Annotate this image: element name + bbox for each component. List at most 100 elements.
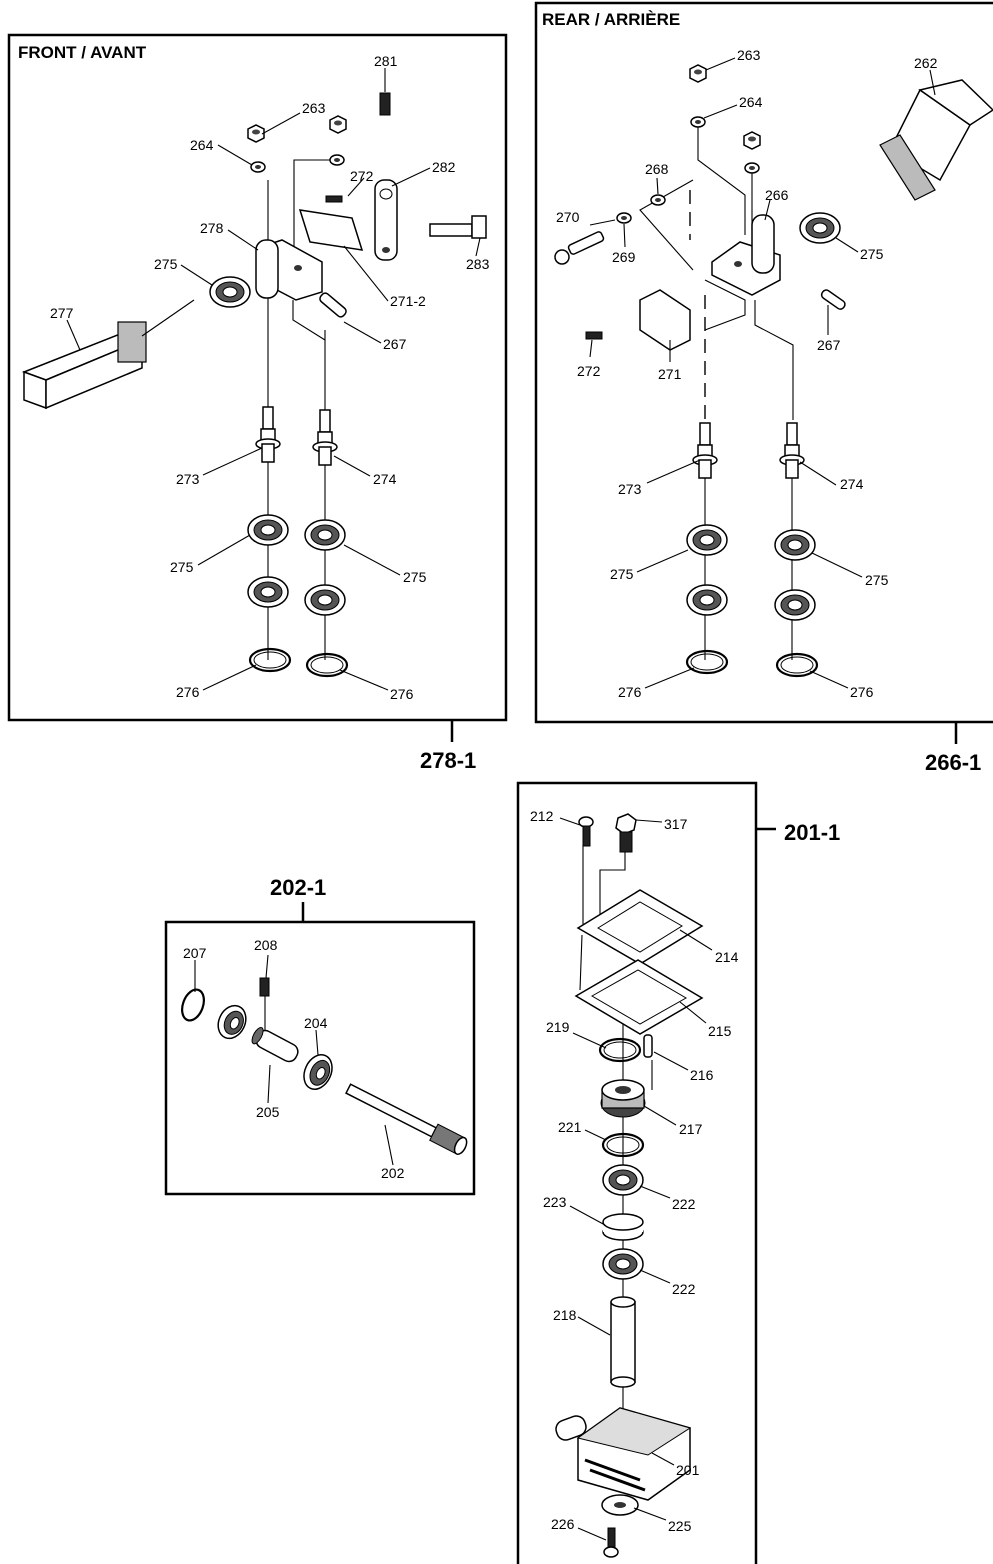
callout-273: 273	[618, 481, 642, 497]
retaining-ring-icon	[248, 647, 292, 673]
callout-269: 269	[612, 249, 636, 265]
callout-275b: 275	[610, 566, 634, 582]
set-screw-icon	[259, 977, 270, 997]
callout-277: 277	[50, 305, 74, 321]
spacer-sleeve-icon	[251, 1027, 299, 1063]
callout-317: 317	[664, 816, 688, 832]
ball-bearing-icon	[602, 1164, 644, 1196]
callout-221: 221	[558, 1119, 582, 1135]
callout-267: 267	[383, 336, 407, 352]
callout-271: 271	[658, 366, 682, 382]
callout-282: 282	[432, 159, 456, 175]
callout-271-2: 271-2	[390, 293, 426, 309]
callout-266: 266	[765, 187, 789, 203]
callout-263: 263	[302, 100, 326, 116]
front-frame	[7, 33, 508, 722]
washer-icon	[616, 212, 632, 224]
callout-215: 215	[708, 1023, 732, 1039]
plate-icon	[298, 209, 364, 251]
callout-276b: 276	[850, 684, 874, 700]
callout-214: 214	[715, 949, 739, 965]
retaining-ring-icon	[598, 1037, 642, 1063]
front-assembly-number: 278-1	[420, 748, 476, 773]
washer-icon	[329, 154, 345, 166]
callout-222b: 222	[672, 1281, 696, 1297]
spindle-icon	[312, 409, 338, 466]
retaining-ring-icon	[685, 649, 729, 675]
callout-275: 275	[154, 256, 178, 272]
callout-283: 283	[466, 256, 490, 272]
callout-276: 276	[618, 684, 642, 700]
ball-bearing-icon	[304, 519, 346, 551]
callout-212: 212	[530, 808, 554, 824]
ball-bearing-icon	[686, 524, 728, 556]
ball-bearing-icon	[602, 1248, 644, 1280]
slotted-arm-icon	[21, 321, 147, 410]
shaft-assembly-number: 202-1	[270, 875, 326, 900]
retaining-ring-icon	[181, 988, 205, 1022]
ball-bearing-icon	[247, 576, 289, 608]
callout-275c: 275	[865, 572, 889, 588]
callout-217: 217	[679, 1121, 703, 1137]
screw-icon	[325, 195, 343, 203]
callout-281: 281	[374, 53, 398, 69]
callout-268: 268	[645, 161, 669, 177]
cover-plate-icon	[576, 889, 704, 965]
front-panel: FRONT / AVANT	[7, 33, 508, 773]
retaining-ring-icon	[305, 652, 349, 678]
spindle-icon	[255, 406, 281, 463]
callout-201: 201	[676, 1462, 700, 1478]
callout-270: 270	[556, 209, 580, 225]
rear-frame	[534, 1, 993, 724]
callout-204: 204	[304, 1015, 328, 1031]
washer-icon	[650, 194, 666, 206]
spacer-icon	[602, 1213, 644, 1241]
callout-223: 223	[543, 1194, 567, 1210]
callout-263: 263	[737, 47, 761, 63]
rear-title: REAR / ARRIÈRE	[542, 10, 680, 29]
callout-202: 202	[381, 1165, 405, 1181]
callout-219: 219	[546, 1019, 570, 1035]
pin-icon	[319, 292, 347, 318]
screw-icon	[578, 816, 594, 847]
link-bar-icon	[374, 179, 398, 261]
callout-207: 207	[183, 945, 207, 961]
bracket-icon	[711, 214, 781, 296]
callout-226: 226	[551, 1516, 575, 1532]
callout-218: 218	[553, 1307, 577, 1323]
ball-bearing-icon	[304, 584, 346, 616]
retaining-ring-icon	[775, 652, 819, 678]
ball-bearing-icon	[774, 529, 816, 561]
hex-nut-icon	[247, 124, 265, 143]
callout-264: 264	[739, 94, 763, 110]
hex-nut-icon	[329, 115, 347, 134]
ball-bearing-icon	[247, 514, 289, 546]
grease-fitting-icon	[615, 813, 637, 853]
callout-264: 264	[190, 137, 214, 153]
washer-icon	[690, 116, 706, 128]
hex-nut-icon	[689, 64, 707, 83]
callout-225: 225	[668, 1518, 692, 1534]
bracket-icon	[255, 239, 323, 301]
gear-icon	[600, 1079, 646, 1118]
screw-icon	[585, 331, 603, 340]
gasket-icon	[574, 959, 704, 1035]
callout-205: 205	[256, 1104, 280, 1120]
ball-bearing-icon	[303, 1054, 333, 1090]
callout-222: 222	[672, 1196, 696, 1212]
pin-icon	[820, 289, 846, 310]
ball-bearing-icon	[799, 212, 841, 244]
callout-275: 275	[860, 246, 884, 262]
screw-icon	[603, 1527, 619, 1558]
shaft-icon	[610, 1296, 636, 1388]
spindle-icon	[692, 422, 718, 479]
set-screw-icon	[379, 92, 391, 116]
plate-icon	[639, 289, 691, 351]
rear-panel: REAR / ARRIÈRE	[534, 1, 993, 775]
ball-bearing-icon	[217, 1004, 247, 1040]
callout-272: 272	[577, 363, 601, 379]
callout-267: 267	[817, 337, 841, 353]
callout-275b: 275	[170, 559, 194, 575]
gear-housing-icon	[555, 1407, 692, 1501]
